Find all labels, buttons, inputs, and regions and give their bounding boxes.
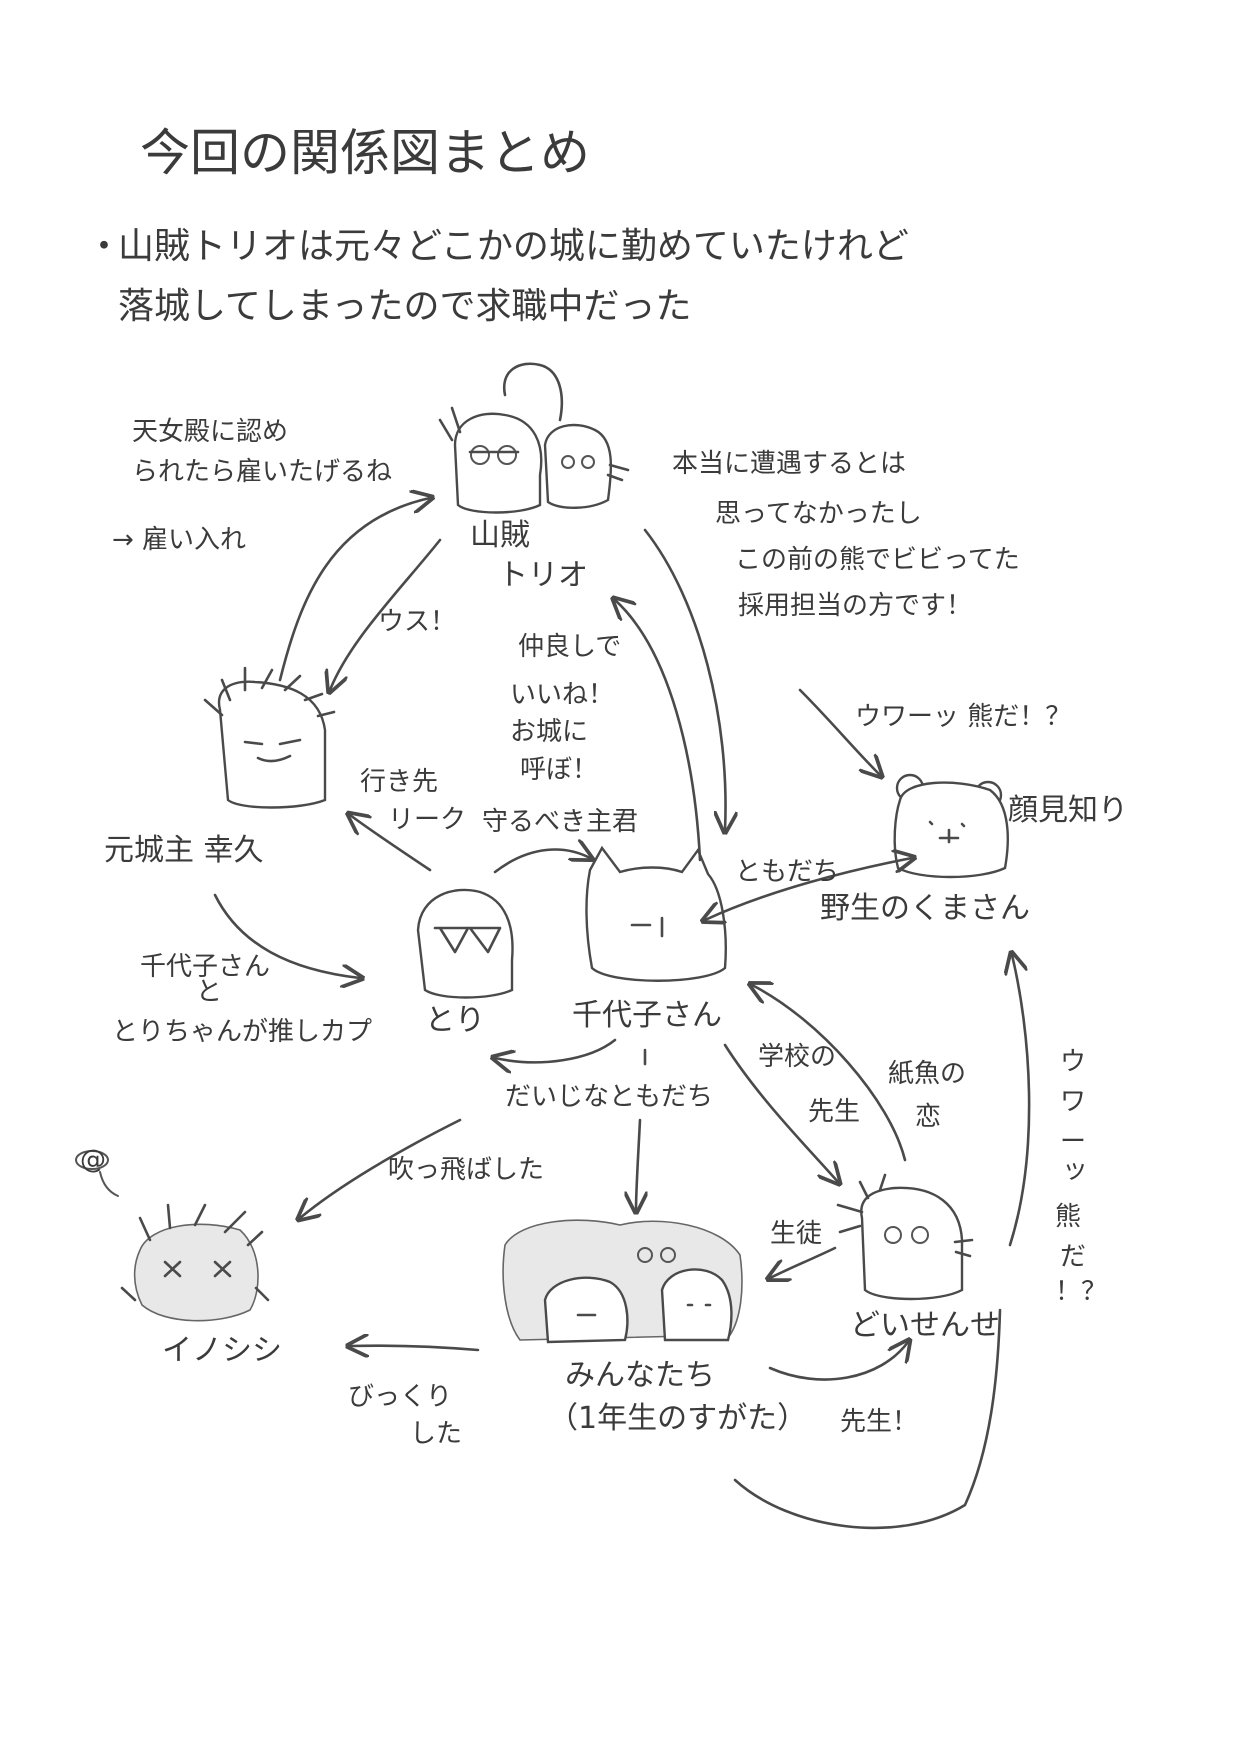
arrow-chiyoko-to-everyone [636, 1118, 640, 1210]
arrow-lord-to-tori [213, 893, 360, 978]
arrow-bandits-to-lord [330, 538, 442, 690]
chiyoko-drawing [585, 845, 727, 982]
bandit-trio-drawing [438, 362, 630, 514]
student-note: 生徒 [770, 1219, 822, 1249]
ship-1: 千代子さん [140, 952, 270, 982]
arrow-bandits-to-chiyoko [643, 528, 726, 830]
bear-drawing [893, 773, 1009, 879]
arrows [213, 498, 1031, 1530]
arrow-lord-to-bandits [278, 498, 430, 682]
nakayoshi-4: 呼ぼ！ [520, 755, 598, 785]
no-encounter-2: 思ってなかったし [715, 499, 922, 529]
school-teacher-1: 学校の [758, 1042, 836, 1072]
everyone-drawing [502, 1219, 743, 1344]
former-lord-label: 元城主 幸久 [104, 833, 264, 868]
important-friend-note: だいじなともだち [505, 1082, 713, 1112]
everyone-label-1: みんなたち [565, 1358, 715, 1393]
lead-line-2: 落城してしまったので求職中だった [118, 286, 691, 327]
arrow-tori-to-chiyoko [493, 850, 590, 874]
destination-note: 行き先 リーク [360, 767, 466, 835]
arrow-teacher-to-bear [1010, 955, 1031, 1247]
surprised-1: びっくり [348, 1382, 452, 1412]
arrow-everyone-to-teacher [768, 1342, 908, 1381]
arrow-tori-to-lord [350, 815, 432, 872]
page-title: 今回の関係図まとめ [140, 124, 590, 182]
bear-shout-side-3: ー [1060, 1127, 1086, 1157]
teacher-drawing [836, 1173, 974, 1301]
lead-bullet: ・ [86, 226, 122, 267]
protect-note: 守るべき主君 [482, 807, 638, 837]
friend-of-wizard-2: 恋 [915, 1102, 941, 1132]
arrow-teacher-to-everyone [770, 1246, 837, 1278]
bandit-trio-label: 山賊 トリオ [470, 518, 588, 593]
no-encounter-4: 採用担当の方です！ [738, 591, 972, 621]
hire-note-2: られたら雇いたげるね [132, 457, 392, 487]
hire-arrow-note: → 雇い入れ [112, 525, 246, 555]
arrow-to-inosan [300, 1118, 462, 1218]
nakayoshi-note: 仲良しで いいね！ お城に 呼ぼ！ [510, 632, 630, 785]
sensei-note: 先生！ [840, 1407, 918, 1437]
blown-away-note: 吹っ飛ばした [388, 1155, 544, 1185]
bear-shout-side-2: ワ [1060, 1087, 1086, 1117]
friend-note: ともだち [735, 857, 839, 887]
tori-drawing [416, 888, 514, 999]
acquaintance-label: 顔見知り [1008, 793, 1128, 828]
destination-2: リーク [388, 805, 466, 835]
no-encounter-1: 本当に遭遇するとは [672, 449, 906, 479]
nakayoshi-2: いいね！ [510, 680, 614, 710]
chiyoko-label: 千代子さん [572, 998, 722, 1033]
ship-2: と [196, 977, 222, 1007]
bear-shout-side-4: ッ [1062, 1155, 1088, 1185]
surprised-2: した [410, 1419, 462, 1449]
ship-3: とりちゃんが推しカプ [112, 1017, 372, 1047]
hire-note: 天女殿に認め られたら雇いたげるね [132, 417, 392, 487]
arrow-everyone-to-inosan [350, 1346, 480, 1350]
no-encounter-3: この前の熊でビビってた [735, 545, 1020, 575]
friend-of-wizard-1: 紙魚の [888, 1059, 966, 1089]
nakayoshi-3: お城に [510, 717, 588, 747]
bear-shout-side-1: ウ [1060, 1047, 1086, 1077]
arrow-chiyoko-to-tori [495, 1038, 617, 1062]
former-lord-drawing [203, 666, 336, 809]
bear-shout-side-7: ！？ [1055, 1277, 1107, 1307]
school-teacher-2: 先生 [808, 1097, 860, 1127]
bear-shout-side-6: だ [1060, 1242, 1086, 1272]
usu-note: ウス！ [378, 607, 456, 637]
bear-shout-top: ウワーッ 熊だ！？ [855, 702, 1071, 732]
inosan-label: イノシシ [162, 1333, 282, 1368]
arrow-chiyoko-bear-friend [705, 858, 912, 920]
dizzy-mark: @ [80, 1145, 106, 1175]
bandit-trio-label-1: 山賊 [470, 518, 530, 553]
bear-shout-side: ウ ワ ー ッ 熊 だ ！？ [1055, 1047, 1107, 1307]
school-teacher-note: 学校の 先生 [758, 1042, 860, 1127]
tori-label: とり [425, 1003, 485, 1038]
friend-of-wizard-note: 紙魚の 恋 [888, 1059, 974, 1132]
bandit-trio-label-2: トリオ [498, 558, 588, 593]
teacher-label: どいせんせ [850, 1308, 1000, 1343]
arrow-to-bear [798, 688, 880, 775]
hire-note-1: 天女殿に認め [132, 417, 288, 447]
arrow-everyone-to-bear-tail [733, 1308, 1002, 1530]
no-encounter-note: 本当に遭遇するとは 思ってなかったし この前の熊でビビってた 採用担当の方です！ [672, 449, 1028, 621]
destination-1: 行き先 [360, 767, 438, 797]
inosan-drawing [75, 1150, 270, 1322]
arrow-chiyoko-to-teacher [723, 1043, 838, 1182]
ship-note: 千代子さん と とりちゃんが推しカプ [112, 952, 372, 1047]
everyone-label-2: （1年生のすがた） [548, 1401, 807, 1436]
arrow-chiyoko-to-bandits [615, 600, 702, 862]
lead-line-1: 山賊トリオは元々どこかの城に勤めていたけれど [118, 226, 909, 267]
bear-shout-side-5: 熊 [1055, 1202, 1081, 1232]
nakayoshi-1: 仲良しで [518, 632, 621, 662]
arrow-teacher-to-chiyoko [752, 985, 907, 1162]
everyone-label: みんなたち （1年生のすがた） [548, 1358, 807, 1436]
surprised-note: びっくり した [348, 1382, 462, 1449]
bear-label: 野生のくまさん [820, 891, 1030, 926]
